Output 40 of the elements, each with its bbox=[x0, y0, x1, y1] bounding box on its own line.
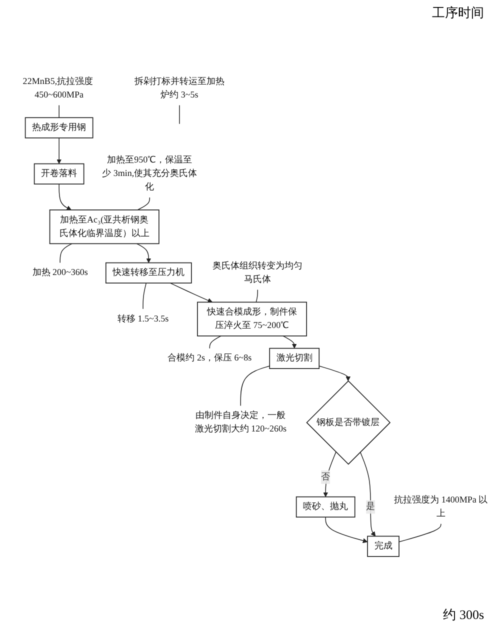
connector bbox=[137, 197, 150, 210]
node-box: 快速合模成形，制件保压淬火至 75~200℃ bbox=[197, 302, 308, 336]
arrow bbox=[282, 336, 297, 349]
node-box: 快速转移至压力机 bbox=[105, 262, 192, 284]
node-box: 激光切割 bbox=[269, 348, 320, 369]
node-text: 加热 200~360s bbox=[32, 268, 88, 278]
arrow bbox=[318, 366, 351, 382]
column-heading: 工序时间 bbox=[432, 4, 484, 22]
node-diamond: 钢板是否带镀层 bbox=[306, 380, 391, 465]
edge-label: 否 bbox=[321, 472, 330, 482]
edge-label: 是 bbox=[366, 502, 376, 512]
connector bbox=[240, 366, 270, 406]
arrow bbox=[170, 282, 213, 303]
node-box: 喷砂、抛丸 bbox=[296, 496, 356, 518]
node-text: 合模约 2s，保压 6~8s bbox=[168, 353, 252, 363]
connector bbox=[60, 243, 72, 264]
node-box: 完成 bbox=[367, 536, 400, 557]
connector bbox=[398, 523, 442, 542]
connector bbox=[256, 289, 258, 303]
connector bbox=[142, 282, 147, 310]
arrow bbox=[323, 452, 336, 498]
node-box: 开卷落料 bbox=[34, 163, 84, 184]
note-text: 约 300s bbox=[443, 606, 484, 624]
node-box: 加热至Ac₃(亚共析钢奥氏体化临界温度）以上 bbox=[49, 210, 160, 244]
node-text: 22MnB5,抗拉强度 450~600MPa bbox=[22, 76, 94, 100]
node-text: 奥氏体组织转变为均匀马氏体 bbox=[212, 261, 303, 284]
node-text: 转移 1.5~3.5s bbox=[117, 314, 169, 324]
connector bbox=[209, 336, 222, 349]
arrow bbox=[56, 138, 62, 164]
arrow bbox=[325, 516, 368, 544]
connector bbox=[58, 104, 60, 118]
node-text: 抗拉强度为 1400MPa 以上 bbox=[394, 495, 488, 518]
arrow bbox=[136, 243, 152, 264]
node-box: 热成形专用钢 bbox=[24, 117, 94, 138]
node-text: 由制件自身决定，一般激光切割大约 120~260s bbox=[194, 410, 286, 434]
arrow bbox=[58, 184, 72, 210]
node-text: 拆剁打标并转运至加热炉约 3~5s bbox=[134, 76, 224, 100]
arrow bbox=[360, 452, 376, 536]
node-text: 加热至950℃，保温至少 3min,使其充分奥氏体化 bbox=[102, 155, 198, 192]
connector bbox=[179, 104, 180, 124]
